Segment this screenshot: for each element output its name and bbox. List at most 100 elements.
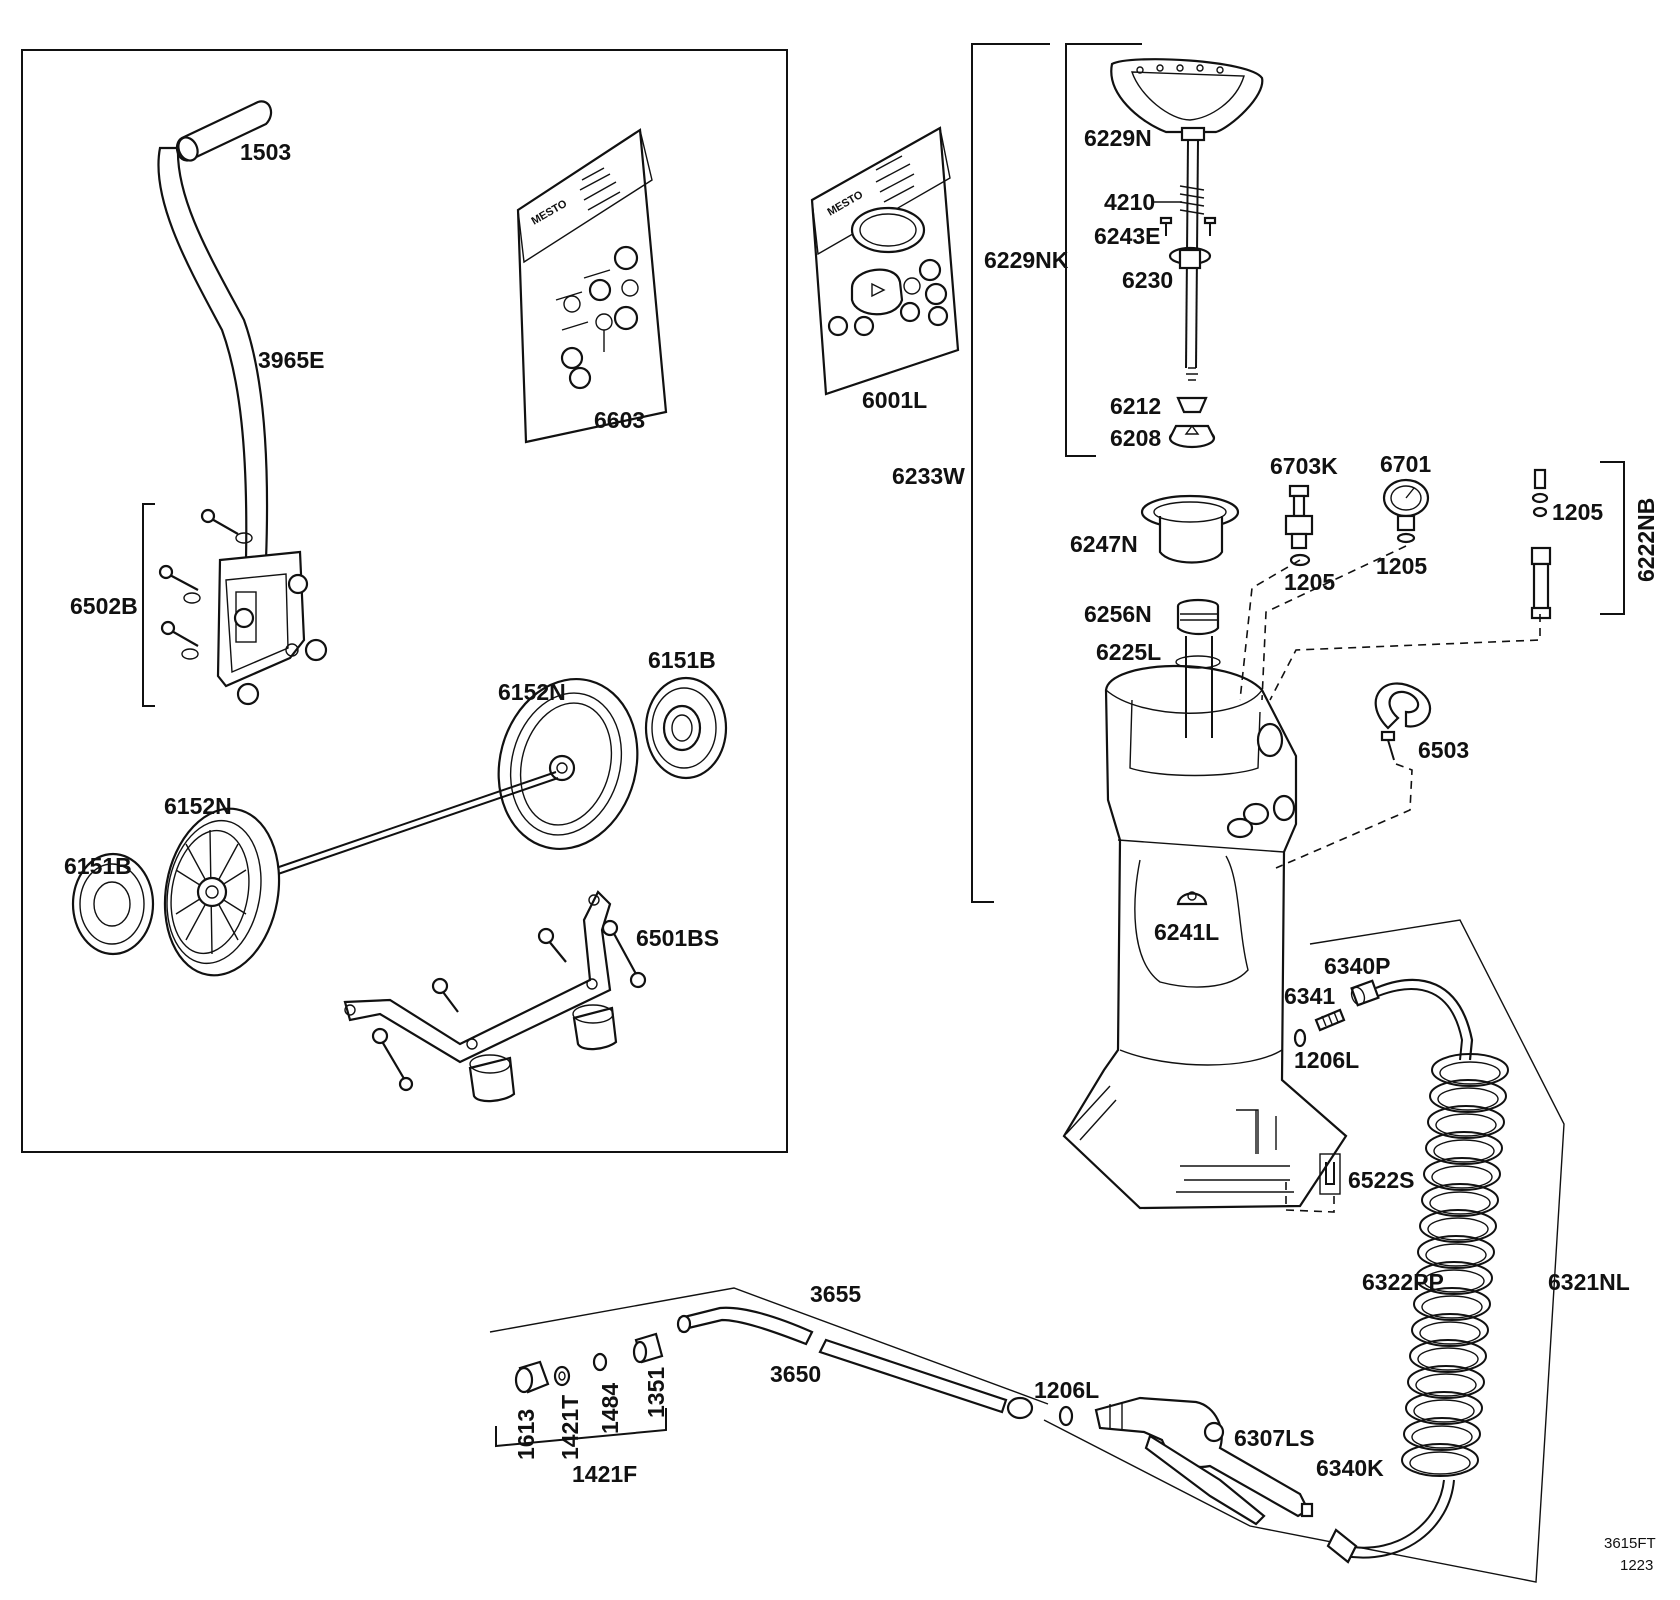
hose-coil-inner	[1409, 1451, 1471, 1475]
hubcap-6151B-left	[71, 852, 155, 956]
hose-coil	[1413, 1287, 1491, 1321]
label-6212: 6212	[1110, 393, 1161, 419]
hose-coil-inner	[1429, 1191, 1491, 1215]
label-4210: 4210	[1104, 189, 1155, 215]
bracket-6229NK	[1065, 43, 1142, 457]
hose-nut-6340K	[1326, 1528, 1358, 1564]
axle	[275, 771, 559, 875]
hose-coil-inner	[1417, 1347, 1479, 1371]
hose-coil	[1431, 1053, 1509, 1087]
hose-coil	[1427, 1105, 1505, 1139]
bracket-6233W	[971, 43, 1050, 903]
seal-kit-card-6603: MESTO	[516, 128, 668, 444]
hose-coil	[1421, 1183, 1499, 1217]
label-1484: 1484	[597, 1383, 623, 1434]
hose-coil	[1401, 1443, 1479, 1477]
label-6001L: 6001L	[862, 387, 927, 413]
wheel-6152N-front	[163, 807, 281, 977]
drawing-revision: 1223	[1620, 1557, 1653, 1574]
label-6151B: 6151B	[648, 647, 716, 673]
label-6208: 6208	[1110, 425, 1161, 451]
tank-body	[1062, 664, 1348, 1210]
lance-outline-3655	[489, 1287, 1049, 1405]
label-1205: 1205	[1376, 553, 1427, 579]
clip-6522S	[1319, 1153, 1341, 1195]
handle-3965E	[157, 100, 273, 562]
hose-coil-inner	[1439, 1061, 1501, 1085]
label-1613: 1613	[513, 1409, 539, 1460]
nipple-6341	[1314, 1008, 1346, 1032]
label-6225L: 6225L	[1096, 639, 1161, 665]
hose-coil-inner	[1431, 1165, 1493, 1189]
label-6701: 6701	[1380, 451, 1431, 477]
nozzle-cap-1613	[514, 1360, 550, 1394]
label-1205: 1205	[1284, 569, 1335, 595]
leader-dashed	[1269, 614, 1541, 701]
handle-bracket-6502B	[158, 508, 328, 706]
hose-coil	[1415, 1261, 1493, 1295]
label-6152N: 6152N	[498, 679, 566, 705]
hose-coil	[1411, 1313, 1489, 1347]
label-6322PP: 6322PP	[1362, 1269, 1444, 1295]
hose-lower	[1341, 1479, 1445, 1549]
hose-coil	[1425, 1131, 1503, 1165]
label-6247N: 6247N	[1070, 531, 1138, 557]
label-1351: 1351	[643, 1367, 669, 1418]
hose-coil-inner	[1413, 1399, 1475, 1423]
relief-valve-6703K	[1284, 484, 1314, 567]
leader-dashed	[1239, 559, 1301, 701]
label-6241L: 6241L	[1154, 919, 1219, 945]
label-6229N: 6229N	[1084, 125, 1152, 151]
label-6503: 6503	[1418, 737, 1469, 763]
bracket-1421F	[495, 1408, 667, 1448]
label-6703K: 6703K	[1270, 453, 1338, 479]
hose-coil	[1417, 1235, 1495, 1269]
hose-coil	[1419, 1209, 1497, 1243]
label-6340K: 6340K	[1316, 1455, 1384, 1481]
label-6522S: 6522S	[1348, 1167, 1415, 1193]
screws-6243E	[1159, 216, 1217, 236]
o-ring-6241L	[1176, 891, 1208, 906]
label-6321NL: 6321NL	[1548, 1269, 1630, 1295]
label-3965E: 3965E	[258, 347, 325, 373]
seal-kit-card-6001L: MESTO	[810, 126, 960, 396]
piston-seal-6212	[1176, 367, 1208, 414]
rod-guide-6230	[1168, 246, 1212, 270]
label-6341: 6341	[1284, 983, 1335, 1009]
label-1206L: 1206L	[1034, 1377, 1099, 1403]
hose-coil-inner	[1437, 1087, 1499, 1111]
hose-coil-inner	[1421, 1295, 1483, 1319]
label-6222NB: 6222NB	[1633, 498, 1659, 582]
hose-coil	[1403, 1417, 1481, 1451]
label-6229NK: 6229NK	[984, 247, 1069, 273]
label-1206L: 1206L	[1294, 1047, 1359, 1073]
hose-upper	[1375, 978, 1474, 1061]
hubcap-6151B-right	[644, 676, 728, 780]
pressure-gauge-6701	[1382, 478, 1430, 544]
lance-3650	[676, 1306, 1034, 1420]
washer-1206L-lower	[1058, 1405, 1074, 1427]
label-1503: 1503	[240, 139, 291, 165]
hose-coil-inner	[1427, 1217, 1489, 1241]
label-6502B: 6502B	[70, 593, 138, 619]
hose-coil-inner	[1415, 1373, 1477, 1397]
label-6243E: 6243E	[1094, 223, 1161, 249]
hose-coil	[1429, 1079, 1507, 1113]
wheel-6152N-rear	[497, 677, 639, 851]
label-6307LS: 6307LS	[1234, 1425, 1315, 1451]
label-1205: 1205	[1552, 499, 1603, 525]
label-6230: 6230	[1122, 267, 1173, 293]
label-6340P: 6340P	[1324, 953, 1391, 979]
bracket-6502B-brace	[142, 503, 155, 707]
hose-coil	[1405, 1391, 1483, 1425]
leader-dashed	[1261, 545, 1407, 701]
hose-coil	[1407, 1365, 1485, 1399]
stand-frame-6501BS	[343, 890, 647, 1103]
label-6233W: 6233W	[892, 463, 965, 489]
label-6151B: 6151B	[64, 853, 132, 879]
label-1421F: 1421F	[572, 1461, 637, 1487]
hose-coil	[1409, 1339, 1487, 1373]
leader-dashed	[1285, 1182, 1335, 1213]
bracket-6222NB	[1600, 461, 1625, 615]
